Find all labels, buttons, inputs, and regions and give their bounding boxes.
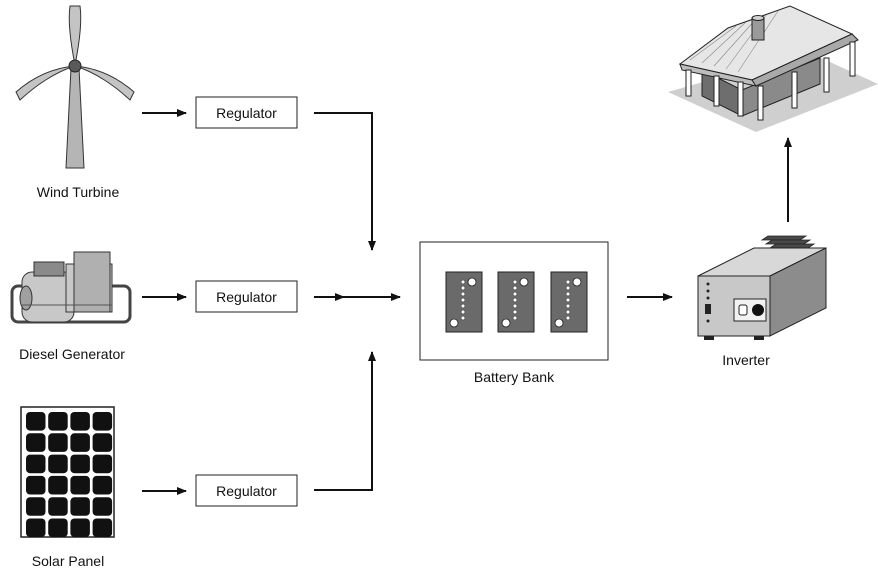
wind-turbine-label: Wind Turbine — [37, 184, 120, 200]
solar-cell — [92, 433, 113, 452]
solar-cell — [92, 475, 113, 495]
solar-cell — [70, 497, 90, 516]
solar-cell — [48, 454, 68, 474]
solar-cell — [26, 497, 46, 516]
diesel-generator-label: Diesel Generator — [19, 346, 125, 362]
solar-cell — [70, 475, 90, 495]
solar-bus-wire — [314, 351, 376, 491]
solar-cell — [48, 433, 68, 452]
solar-cell — [92, 497, 113, 516]
solar-cell — [48, 475, 68, 495]
solar-cell — [26, 454, 46, 474]
battery-bank — [419, 241, 609, 361]
regulator-label: Regulator — [216, 483, 277, 499]
solar-cell — [26, 433, 46, 452]
regulator-diesel: Regulator — [195, 280, 298, 313]
inverter-icon — [697, 235, 827, 340]
solar-cell — [70, 412, 90, 431]
regulator-label: Regulator — [216, 289, 277, 305]
solar-cell — [70, 454, 90, 474]
solar-cell — [48, 412, 68, 431]
battery-icon — [445, 271, 483, 333]
wind-turbine-icon — [15, 5, 135, 169]
solar-cell — [48, 518, 68, 538]
wind-bus-wire — [314, 112, 376, 251]
solar-cell — [92, 412, 113, 431]
inverter-label: Inverter — [722, 352, 770, 368]
battery-icon — [497, 271, 535, 333]
solar-cell — [26, 412, 46, 431]
solar-cell — [70, 518, 90, 538]
solar-cell — [26, 518, 46, 538]
solar-cell — [70, 433, 90, 452]
battery-icon — [550, 271, 588, 333]
regulator-solar: Regulator — [195, 474, 298, 507]
solar-cell — [92, 518, 113, 538]
battery-bank-label: Battery Bank — [474, 369, 555, 385]
solar-panel-icon — [20, 406, 115, 538]
regulator-wind: Regulator — [195, 96, 298, 129]
solar-cell — [48, 497, 68, 516]
solar-cell — [92, 454, 113, 474]
regulator-label: Regulator — [216, 105, 277, 121]
solar-panel-label: Solar Panel — [32, 553, 104, 569]
diesel-generator-icon — [10, 251, 132, 324]
house-icon — [668, 5, 878, 132]
solar-cell — [26, 475, 46, 495]
